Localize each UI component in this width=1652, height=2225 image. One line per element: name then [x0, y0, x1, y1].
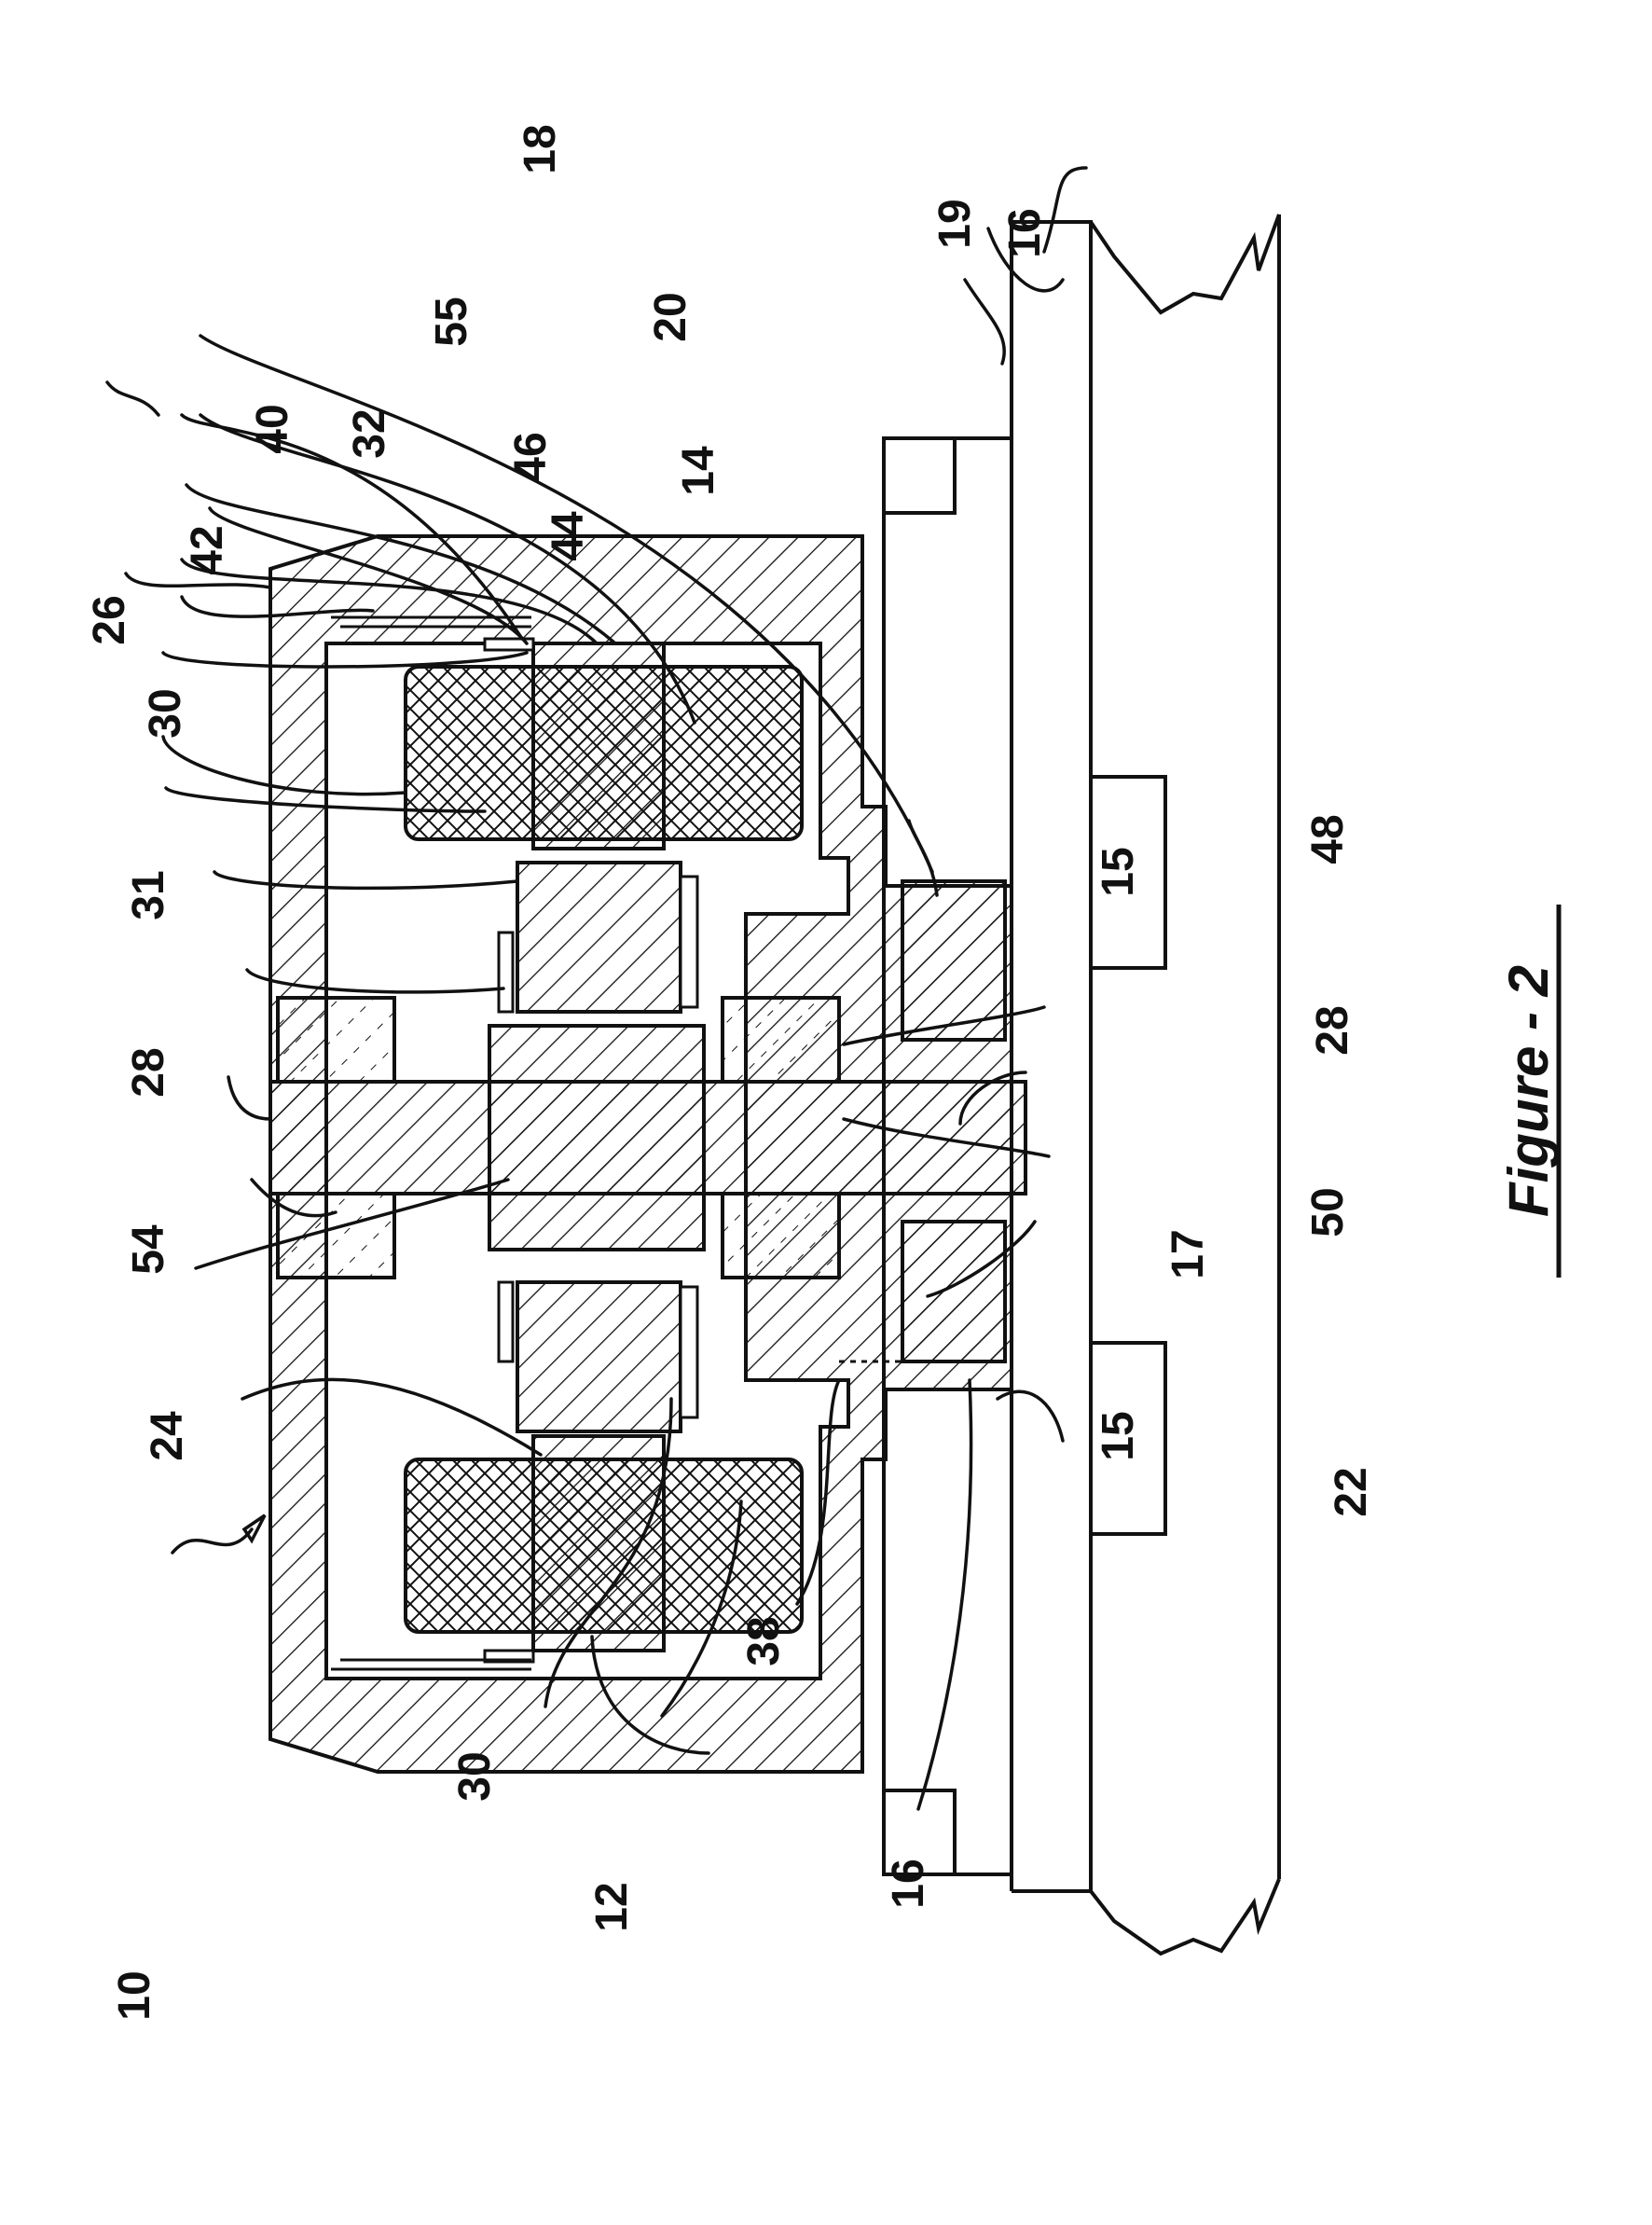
reference-numerals: 10 12 30 38 16 22 15 17 50 28 48 15 20 1… [85, 124, 1376, 2020]
label-10: 10 [110, 1970, 159, 2020]
label-50: 50 [1303, 1187, 1353, 1237]
label-18: 18 [516, 124, 565, 173]
label-40: 40 [248, 404, 297, 453]
label-38: 38 [739, 1616, 789, 1665]
shaft-28 [268, 1024, 1027, 1251]
label-31: 31 [124, 870, 173, 919]
pole-piece-30-upper [497, 861, 699, 1014]
pole-piece-30-lower [497, 1280, 699, 1433]
label-15-upper: 15 [1094, 847, 1143, 896]
label-32: 32 [345, 408, 394, 458]
lamination-40-lower [331, 1658, 531, 1671]
mount-insert-14 [901, 879, 1007, 1042]
label-24: 24 [143, 1411, 192, 1461]
label-12: 12 [587, 1882, 637, 1931]
armature-44-lower [483, 1434, 666, 1664]
label-28-lower: 28 [1308, 1005, 1357, 1055]
label-14: 14 [674, 446, 723, 496]
label-30-lower: 30 [450, 1751, 500, 1801]
mount-block-15-upper [1089, 775, 1167, 970]
label-28-upper: 28 [124, 1047, 173, 1097]
mount-insert-22 [839, 1220, 1007, 1363]
label-17: 17 [1163, 1229, 1213, 1278]
figure-caption-text: Figure - 2 [1497, 965, 1560, 1217]
label-46: 46 [506, 432, 556, 481]
label-44: 44 [544, 511, 593, 561]
bearing-54-upper [276, 996, 396, 1084]
label-22: 22 [1327, 1467, 1376, 1516]
lamination-40-upper [331, 615, 531, 629]
leader-lines [105, 166, 1088, 1811]
label-20: 20 [646, 292, 695, 341]
bearing-48-upper [721, 996, 841, 1084]
base-plate [1010, 214, 1281, 1956]
label-15-lower: 15 [1094, 1411, 1143, 1460]
label-19: 19 [930, 199, 980, 248]
figure-caption: Figure - 2 [1497, 905, 1562, 1278]
label-48: 48 [1303, 814, 1353, 864]
armature-44-upper [483, 637, 666, 850]
bearing-54-lower [276, 1192, 396, 1279]
label-16-upper: 16 [1000, 208, 1050, 257]
label-26: 26 [85, 595, 134, 644]
label-54: 54 [124, 1224, 173, 1275]
label-42: 42 [183, 525, 232, 574]
mount-block-15-lower [1089, 1341, 1167, 1536]
bearing-48-lower [721, 1192, 841, 1279]
label-55: 55 [427, 297, 476, 346]
label-30-upper: 30 [141, 688, 190, 738]
label-16-lower: 16 [884, 1859, 933, 1908]
